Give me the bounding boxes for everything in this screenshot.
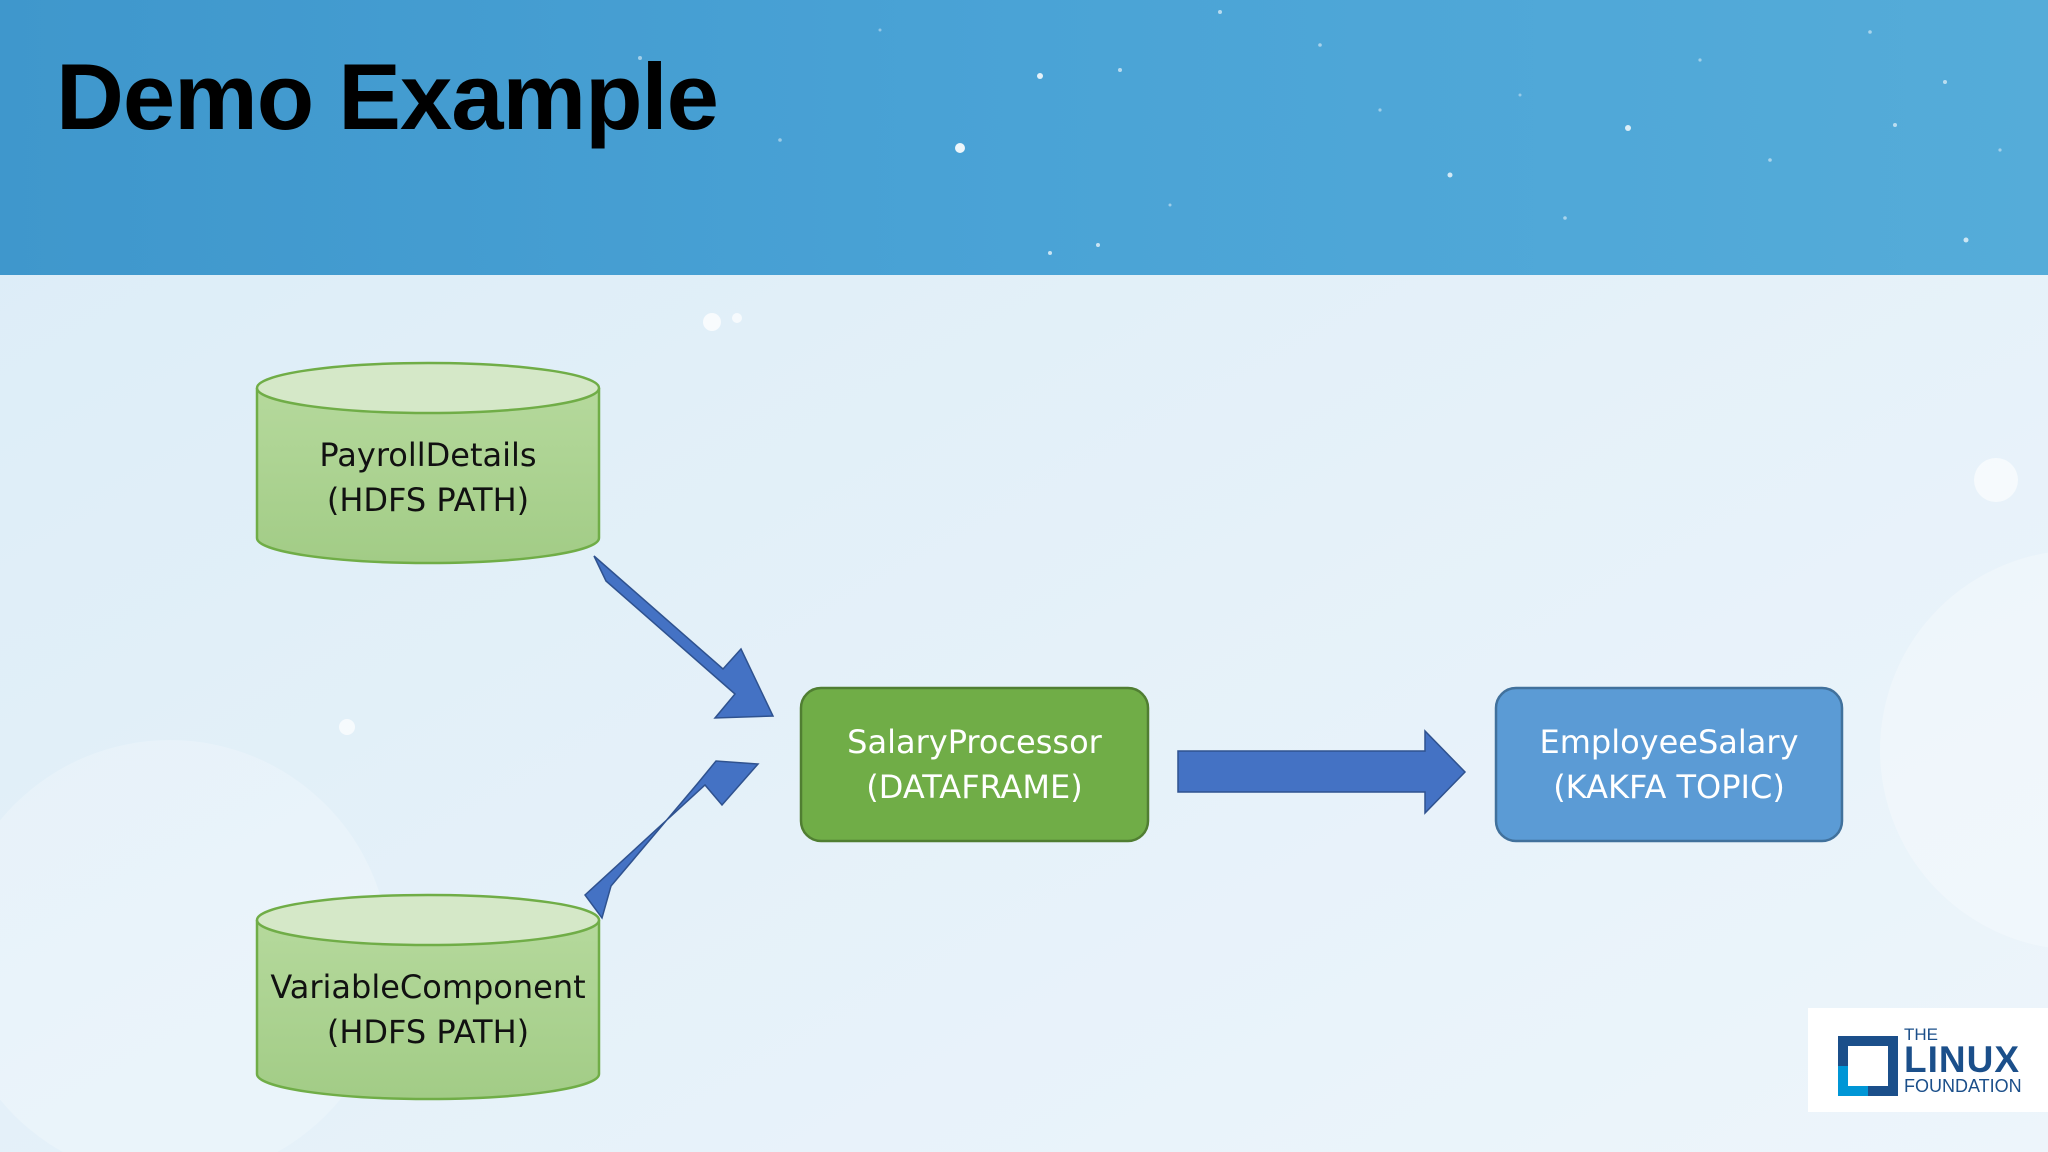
logo-the: THE bbox=[1904, 1025, 1938, 1044]
employee-name: EmployeeSalary bbox=[1539, 722, 1799, 761]
employee-label: EmployeeSalary (KAKFA TOPIC) bbox=[1496, 688, 1842, 841]
slide-title: Demo Example bbox=[56, 44, 719, 149]
processor-box bbox=[799, 686, 1150, 843]
background-circle-small bbox=[1974, 458, 2018, 502]
variable-label: VariableComponent (HDFS PATH) bbox=[257, 950, 599, 1070]
variable-type: (HDFS PATH) bbox=[326, 1013, 530, 1051]
logo-linux: LINUX bbox=[1904, 1039, 2020, 1080]
variable-cylinder bbox=[255, 893, 601, 1101]
linux-foundation-mark-icon bbox=[1838, 1036, 1898, 1096]
processor-label: SalaryProcessor (DATAFRAME) bbox=[801, 688, 1148, 841]
payroll-label: PayrollDetails (HDFS PATH) bbox=[257, 418, 599, 538]
background-dot bbox=[703, 313, 721, 331]
employee-box bbox=[1494, 686, 1844, 843]
background-circle-large bbox=[1880, 552, 2048, 948]
logo-wordmark: THE LINUX FOUNDATION bbox=[1904, 1025, 2022, 1097]
header-band bbox=[0, 0, 2048, 275]
background-dot bbox=[339, 719, 355, 735]
header-stars bbox=[638, 10, 2002, 255]
linux-foundation-logo: THE LINUX FOUNDATION bbox=[1808, 1008, 2048, 1112]
payroll-name: PayrollDetails bbox=[319, 436, 537, 474]
arrow-payroll-to-processor bbox=[593, 555, 775, 719]
payroll-cylinder bbox=[255, 361, 601, 565]
payroll-type: (HDFS PATH) bbox=[326, 481, 530, 519]
arrow-variable-to-processor bbox=[583, 760, 760, 920]
processor-type: (DATAFRAME) bbox=[866, 767, 1083, 806]
employee-type: (KAKFA TOPIC) bbox=[1553, 767, 1785, 806]
processor-name: SalaryProcessor bbox=[847, 722, 1102, 761]
variable-name: VariableComponent bbox=[270, 968, 586, 1006]
arrow-processor-to-employee bbox=[1177, 729, 1467, 815]
logo-foundation: FOUNDATION bbox=[1904, 1076, 2022, 1096]
background-dot bbox=[732, 313, 742, 323]
